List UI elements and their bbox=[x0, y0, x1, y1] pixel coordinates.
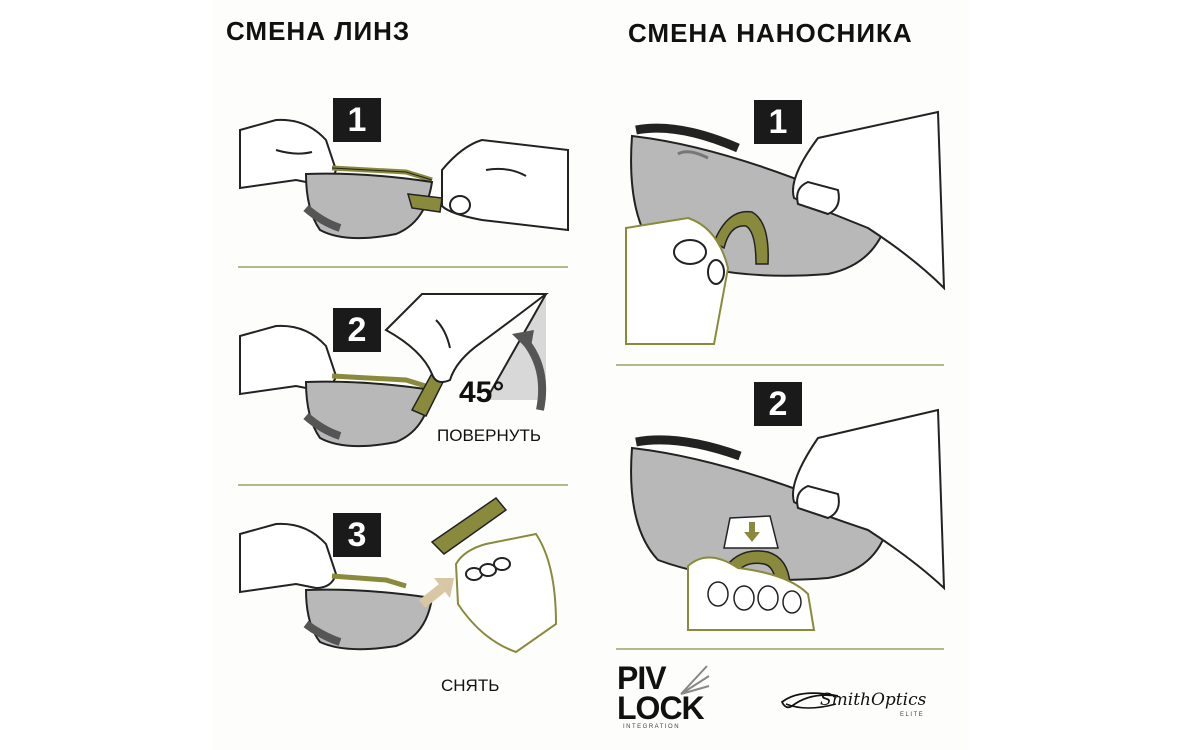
nosepiece-step-1-illustration bbox=[625, 110, 946, 345]
smith-optics-logo: SmithOptics ELITE bbox=[780, 680, 950, 730]
nosepiece-step-2-illustration bbox=[630, 408, 946, 631]
nosepiece-step-2-number: 2 bbox=[754, 382, 802, 426]
pivlock-rays-icon bbox=[680, 665, 710, 695]
pivlock-logo-line2: LOCK bbox=[617, 690, 705, 726]
smith-swoosh-icon bbox=[780, 692, 839, 709]
divider-right-1 bbox=[616, 364, 944, 366]
lens-step-2-illustration bbox=[239, 293, 549, 448]
divider-right-2 bbox=[616, 648, 944, 650]
divider-left-1 bbox=[238, 266, 568, 268]
lens-step-3-number: 3 bbox=[333, 513, 381, 557]
rotate-caption: ПОВЕРНУТЬ bbox=[437, 426, 542, 445]
lens-step-3-illustration bbox=[239, 496, 558, 654]
remove-caption: СНЯТЬ bbox=[441, 676, 500, 695]
rotation-angle-label: 45° bbox=[459, 376, 505, 409]
lens-change-title: СМЕНА ЛИНЗ bbox=[226, 16, 411, 46]
pivlock-logo: PIV LOCK INTEGRATION bbox=[617, 660, 710, 730]
lens-step-2-number: 2 bbox=[333, 308, 381, 352]
divider-left-2 bbox=[238, 484, 568, 486]
lens-step-1-illustration bbox=[239, 118, 569, 240]
smith-optics-tagline: ELITE bbox=[900, 712, 925, 718]
nosepiece-step-1-number: 1 bbox=[754, 100, 802, 144]
smith-optics-wordmark: SmithOptics bbox=[820, 690, 927, 710]
pivlock-tagline: INTEGRATION bbox=[623, 724, 681, 730]
pivlock-logo-line1: PIV bbox=[617, 660, 667, 696]
nosepiece-change-title: СМЕНА НАНОСНИКА bbox=[628, 18, 913, 48]
lens-step-1-number: 1 bbox=[333, 98, 381, 142]
